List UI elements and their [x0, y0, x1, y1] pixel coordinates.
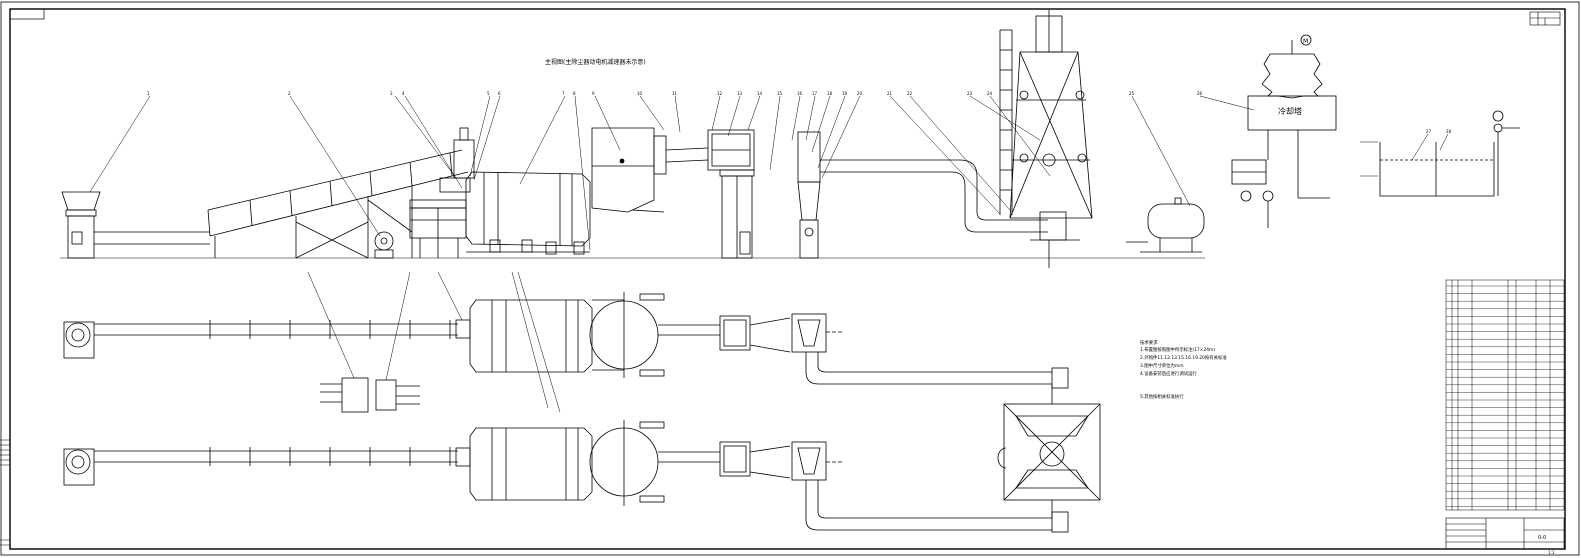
feeder-frame [409, 127, 475, 258]
plan-line-2 [63, 420, 1069, 533]
svg-text:5: 5 [487, 91, 490, 96]
corner-stamp [1529, 11, 1561, 26]
svg-text:6: 6 [498, 91, 501, 96]
exhaust-duct [951, 159, 1048, 233]
plan-line-1 [63, 292, 1069, 389]
callout-numbers-top: 1 2 3 4 5 6 7 8 9 10 11 12 13 14 15 16 1… [147, 91, 1452, 134]
svg-text:24: 24 [987, 91, 993, 96]
title-block [1445, 517, 1565, 550]
plan-view [63, 271, 1101, 533]
note-1: 1.布置图按照图中所示标注(17×24m) [1140, 346, 1215, 353]
svg-text:3: 3 [390, 91, 393, 96]
svg-text:28: 28 [1446, 129, 1452, 134]
note-3: 3.图中尺寸单位为mm [1140, 362, 1183, 369]
notes-title: 技术要求 [1140, 339, 1158, 346]
svg-text:12: 12 [717, 91, 723, 96]
water-pool [1379, 110, 1520, 197]
svg-text:21: 21 [887, 91, 893, 96]
svg-text:18: 18 [827, 91, 833, 96]
note-5: 5.其他按相关标准执行 [1140, 393, 1184, 400]
note-4: 4.设备安装后应进行调试运行 [1140, 370, 1197, 377]
technical-notes: 技术要求 1.布置图按照图中所示标注(17×24m) 2.外购件11.12.13… [1140, 339, 1227, 400]
svg-text:15: 15 [777, 91, 783, 96]
storage-tank [1126, 197, 1205, 253]
scrubber-plan [997, 384, 1101, 518]
dust-collector-1 [707, 129, 755, 259]
svg-text:2: 2 [288, 91, 291, 96]
sheet-code: 0-0 [1538, 535, 1546, 541]
svg-text:16: 16 [797, 91, 803, 96]
svg-text:17: 17 [812, 91, 818, 96]
cooling-tower: M [1231, 34, 1337, 228]
svg-text:22: 22 [907, 91, 913, 96]
svg-text:4: 4 [402, 91, 405, 96]
note-2: 2.外购件11.12.13.15.16.19.20按有关标准 [1140, 354, 1227, 361]
elevation-view: M 冷却塔 [60, 10, 1520, 268]
svg-text:19: 19 [842, 91, 848, 96]
svg-text:9: 9 [592, 91, 595, 96]
svg-text:27: 27 [1426, 129, 1432, 134]
scrubber-tower [999, 10, 1093, 268]
belt-conveyor [207, 149, 469, 259]
svg-text:20: 20 [857, 91, 863, 96]
sheet-number: 1:1 [1548, 550, 1555, 555]
svg-text:23: 23 [967, 91, 973, 96]
motor-label-tower: M [1303, 38, 1308, 45]
cooling-tower-label: 冷却塔 [1278, 106, 1302, 116]
settling-chamber [591, 127, 709, 213]
cyclone [797, 131, 960, 259]
svg-text:14: 14 [757, 91, 763, 96]
rotary-dryer [465, 171, 591, 255]
leader-lines-plan [307, 271, 561, 413]
svg-text:13: 13 [737, 91, 743, 96]
control-boxes [320, 377, 420, 413]
svg-text:7: 7 [562, 91, 565, 96]
blower-fan [374, 231, 394, 259]
parts-list [1445, 279, 1565, 511]
svg-text:1: 1 [147, 91, 150, 96]
svg-text:11: 11 [672, 91, 678, 96]
svg-text:8: 8 [573, 91, 576, 96]
svg-text:10: 10 [637, 91, 643, 96]
feed-hopper [61, 191, 210, 259]
main-view-title: 主视图(主除尘器动电机减速器未示意) [545, 58, 646, 66]
parts-list-rows [1446, 285, 1564, 507]
leader-lines-top [89, 95, 1449, 251]
svg-text:25: 25 [1129, 91, 1135, 96]
svg-text:26: 26 [1197, 91, 1203, 96]
